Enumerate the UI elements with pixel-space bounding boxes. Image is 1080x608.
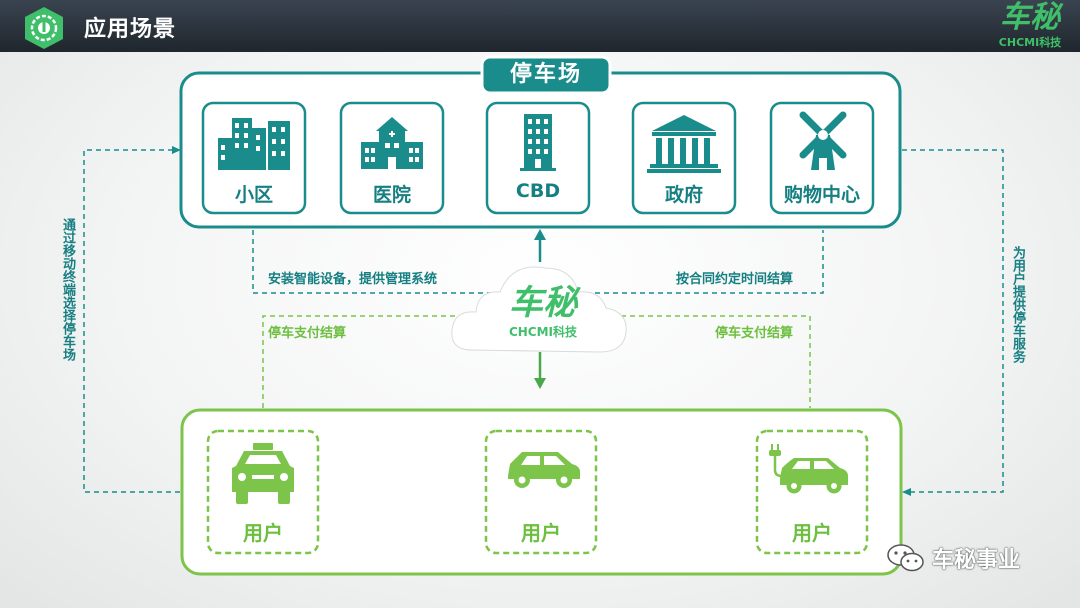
- note-left-side: 通过移动终端选择停车场: [60, 218, 75, 361]
- agreement-connector: [252, 230, 824, 294]
- cloud-shape: [451, 266, 627, 353]
- place-label-residential: 小区: [234, 184, 273, 206]
- down-arrowhead: [534, 378, 546, 389]
- users-box: [180, 408, 903, 576]
- windmill-icon: [799, 111, 847, 170]
- office-tower-icon: [520, 114, 556, 171]
- user-card-car: [484, 429, 598, 555]
- left-loop-arrowhead: [172, 146, 181, 154]
- left-loop-connector: [83, 149, 180, 493]
- watermark: 车秘事业: [886, 540, 1020, 576]
- brand-logo: 车秘 CHCMI科技: [990, 2, 1070, 50]
- apartment-buildings-icon: [218, 118, 290, 170]
- place-label-hospital: 医院: [372, 184, 411, 206]
- brand-logo-main: 车秘: [1000, 0, 1060, 35]
- note-settle: 按合同约定时间结算: [676, 272, 794, 287]
- right-loop-arrowhead: [902, 488, 911, 496]
- hospital-icon: [361, 117, 423, 169]
- note-pay-right: 停车支付结算: [715, 326, 794, 341]
- user-card-taxi: [206, 429, 320, 555]
- government-building-icon: [647, 115, 721, 173]
- place-label-mall: 购物中心: [783, 184, 860, 206]
- wechat-icon: [887, 544, 924, 572]
- header-bar: 应用场景 车秘 CHCMI科技: [0, 0, 1080, 52]
- place-label-cbd: CBD: [515, 180, 561, 202]
- right-loop-connector: [902, 149, 1004, 493]
- brand-logo-sub: CHCMI科技: [998, 36, 1062, 49]
- place-label-government: 政府: [664, 184, 703, 206]
- user-card-ev: [755, 429, 869, 555]
- page-title: 应用场景: [84, 17, 177, 42]
- payment-connector: [262, 315, 811, 408]
- electric-car-icon: [769, 444, 848, 494]
- parking-title-box: [480, 55, 612, 95]
- app-logo-icon: [25, 7, 63, 49]
- up-arrowhead: [534, 229, 546, 240]
- note-pay-left: 停车支付结算: [268, 326, 347, 341]
- taxi-icon: [232, 443, 294, 504]
- note-install: 安装智能设备，提供管理系统: [268, 272, 438, 287]
- user-label-ev: 用户: [792, 521, 832, 545]
- center-logo-sub: CHCMI科技: [508, 325, 578, 339]
- watermark-text: 车秘事业: [932, 548, 1021, 573]
- note-right-side: 为用户提供停车服务: [1010, 246, 1025, 363]
- center-logo: 车秘 CHCMI科技: [493, 285, 593, 345]
- center-logo-main: 车秘: [509, 283, 577, 323]
- car-icon: [508, 452, 580, 488]
- user-label-car: 用户: [521, 521, 561, 545]
- user-label-taxi: 用户: [243, 521, 283, 545]
- parking-title: 停车场: [509, 62, 582, 87]
